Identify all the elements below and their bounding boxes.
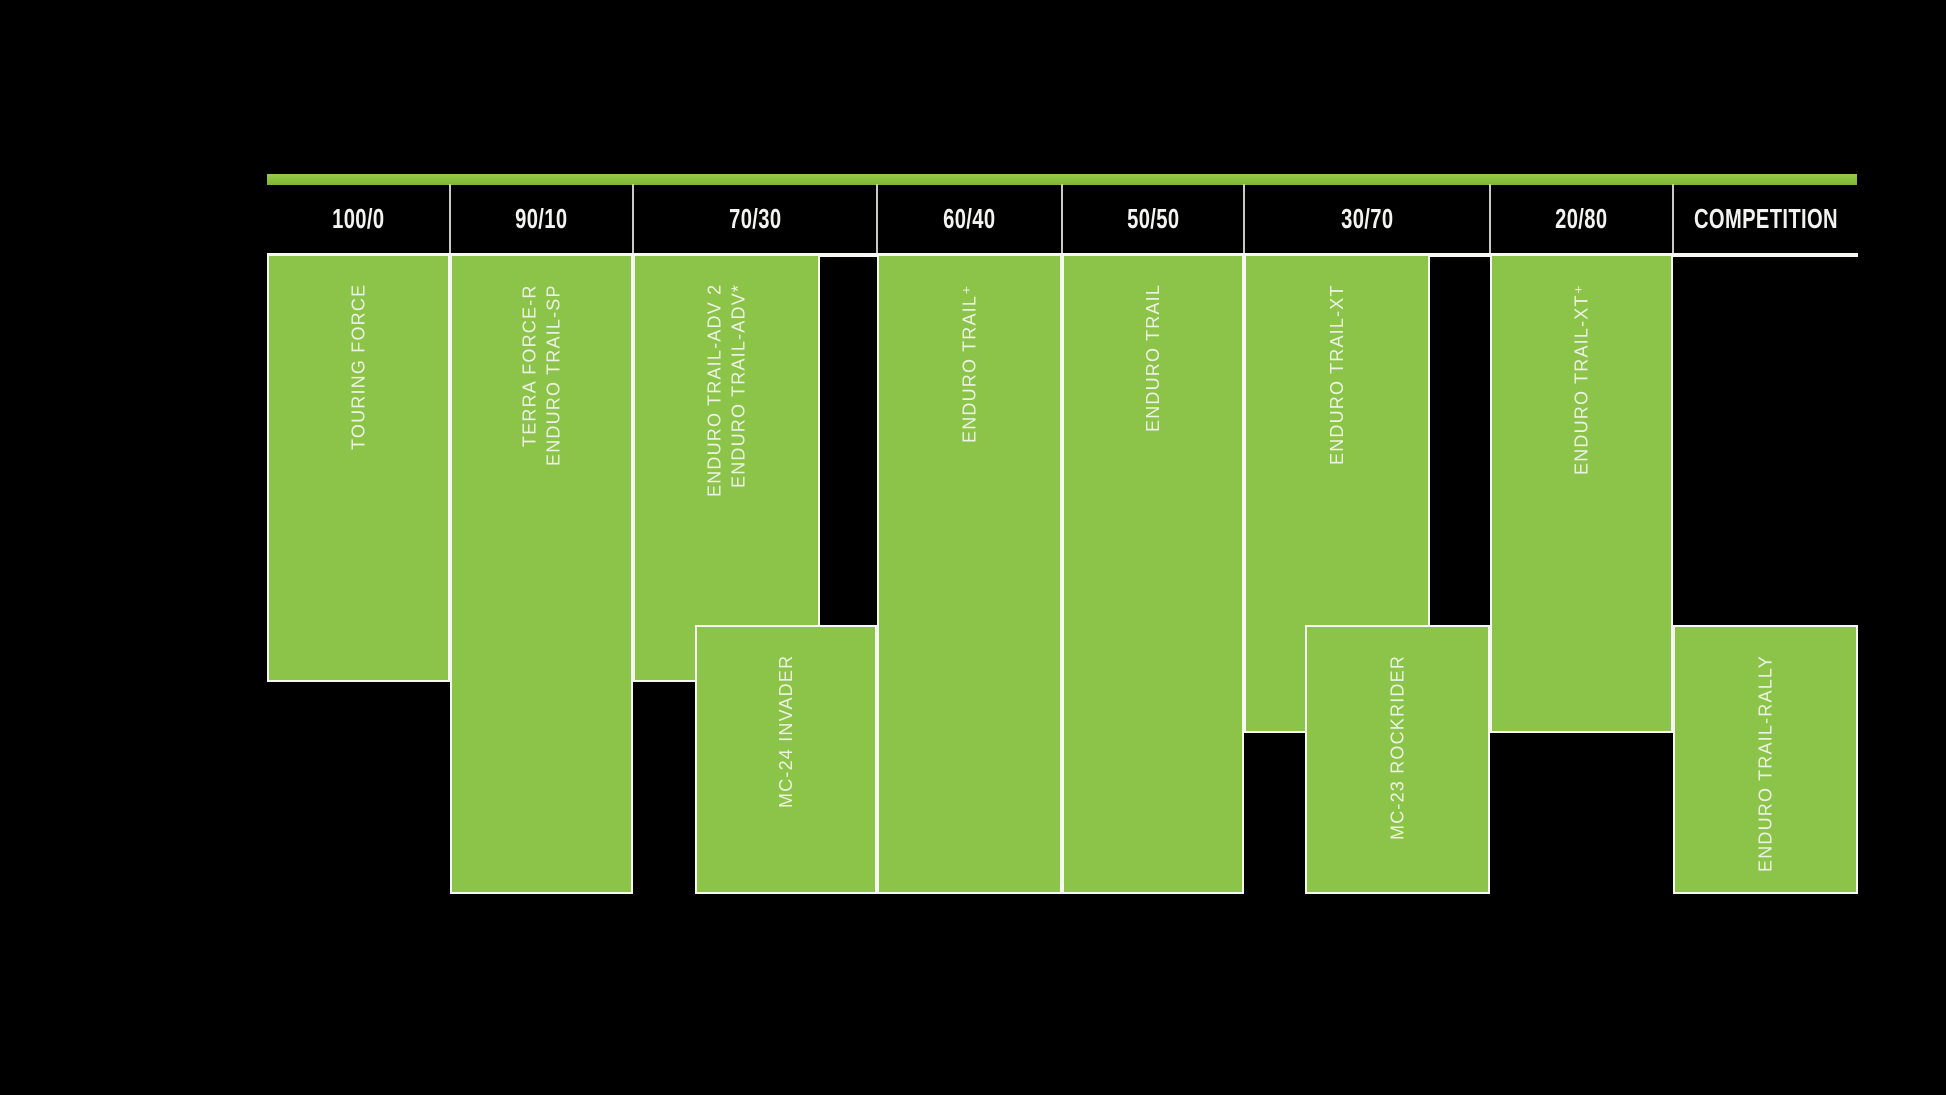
- block-enduro-trail: ENDURO TRAIL: [1062, 254, 1244, 894]
- block-label-text: ENDURO TRAIL-XT⁺: [1570, 284, 1594, 475]
- block-label: ENDURO TRAIL-RALLY: [1675, 627, 1856, 892]
- block-mc-23-rockrider: MC-23 ROCKRIDER: [1305, 625, 1490, 894]
- block-label-line: ENDURO TRAIL-XT⁺: [1571, 284, 1592, 476]
- block-label: ENDURO TRAIL⁺: [879, 256, 1060, 892]
- block-label-line: ENDURO TRAIL-SP: [543, 284, 564, 466]
- block-label-line: MC-24 INVADER: [776, 655, 796, 809]
- block-label: ENDURO TRAIL-XT⁺: [1492, 256, 1671, 731]
- block-label-text: MC-24 INVADER: [774, 655, 798, 808]
- header-column-separator: [1672, 184, 1674, 257]
- header-cell-20-80: 20/80: [1490, 184, 1673, 254]
- header-cell-competition: COMPETITION: [1673, 184, 1858, 254]
- header-label: 90/10: [515, 203, 568, 234]
- header-cell-30-70: 30/70: [1244, 184, 1490, 254]
- block-label-text: MC-23 ROCKRIDER: [1386, 655, 1410, 840]
- header-column-separator: [449, 184, 451, 257]
- block-label-text: ENDURO TRAIL⁺: [958, 284, 982, 443]
- block-touring-force: TOURING FORCE: [267, 254, 450, 682]
- header-label: 70/30: [728, 203, 782, 234]
- header-cell-70-30: 70/30: [633, 184, 877, 254]
- header-column-separator: [1489, 184, 1491, 257]
- ratio-axis-bar: [267, 174, 1857, 185]
- header-column-separator: [876, 184, 878, 257]
- header-column-separator: [632, 184, 634, 257]
- header-column-separator: [1061, 184, 1063, 257]
- block-label: MC-23 ROCKRIDER: [1307, 627, 1488, 892]
- block-enduro-trail-plus: ENDURO TRAIL⁺: [877, 254, 1062, 894]
- block-label-line: TOURING FORCE: [348, 284, 369, 451]
- block-label: MC-24 INVADER: [697, 627, 875, 892]
- header-label: 20/80: [1555, 203, 1608, 234]
- block-label-line: ENDURO TRAIL-ADV*: [728, 284, 749, 489]
- block-enduro-trail-rally: ENDURO TRAIL-RALLY: [1673, 625, 1858, 894]
- block-label-text: ENDURO TRAIL: [1141, 284, 1165, 432]
- header-cell-100-0: 100/0: [267, 184, 450, 254]
- block-label-text: ENDURO TRAIL-RALLY: [1754, 655, 1778, 872]
- block-label-line: ENDURO TRAIL-RALLY: [1755, 655, 1776, 872]
- header-label: 30/70: [1340, 203, 1394, 234]
- block-enduro-trail-xt-plus: ENDURO TRAIL-XT⁺: [1490, 254, 1673, 733]
- block-label-line: TERRA FORCE-R: [519, 284, 540, 447]
- block-label-line: ENDURO TRAIL-XT: [1327, 284, 1347, 465]
- header-cell-50-50: 50/50: [1062, 184, 1244, 254]
- header-cell-90-10: 90/10: [450, 184, 633, 254]
- block-label-line: ENDURO TRAIL-ADV 2: [704, 284, 725, 498]
- block-label: TOURING FORCE: [269, 256, 448, 680]
- header-label: COMPETITION: [1693, 203, 1838, 234]
- block-mc-24-invader: MC-24 INVADER: [695, 625, 877, 894]
- block-label-text: TOURING FORCE: [347, 284, 371, 450]
- block-label-text: ENDURO TRAIL-XT: [1325, 284, 1349, 465]
- header-column-separator: [1243, 184, 1245, 257]
- header-label: 100/0: [332, 203, 385, 234]
- header-label: 60/40: [943, 203, 996, 234]
- block-label: ENDURO TRAIL: [1064, 256, 1242, 892]
- header-cell-60-40: 60/40: [877, 184, 1062, 254]
- block-label-line: ENDURO TRAIL: [1143, 284, 1163, 433]
- header-label: 50/50: [1126, 203, 1180, 234]
- block-label-line: MC-23 ROCKRIDER: [1387, 655, 1408, 841]
- block-label-line: ENDURO TRAIL⁺: [959, 284, 980, 443]
